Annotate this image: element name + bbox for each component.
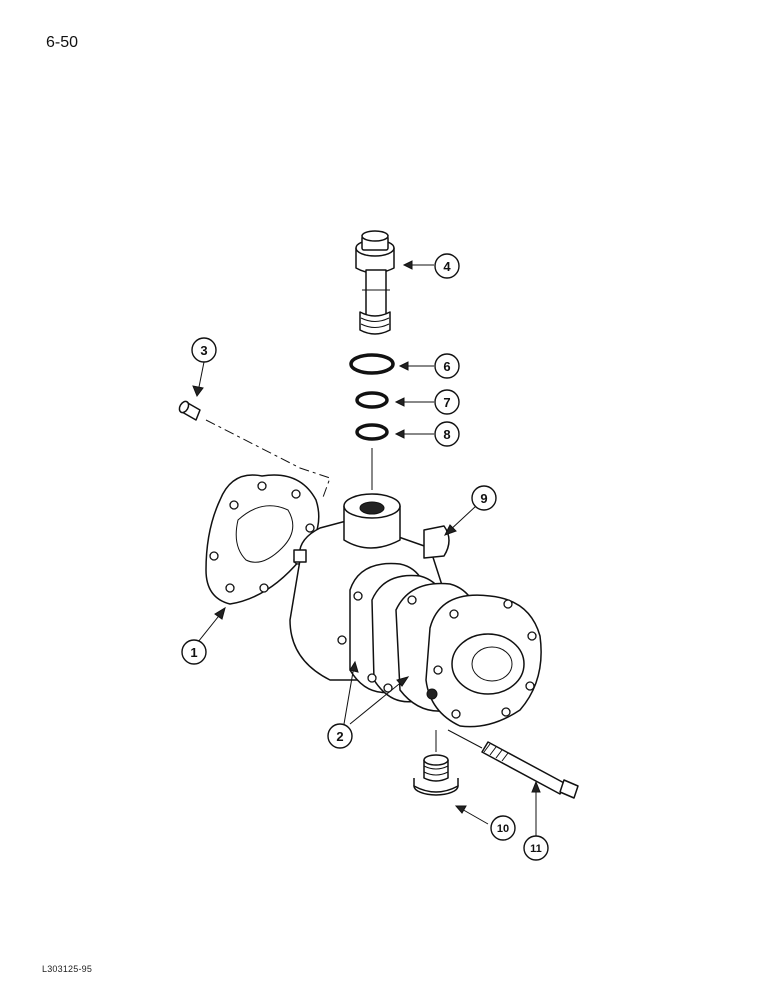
callout-1: 1 — [181, 639, 207, 665]
callout-2: 2 — [327, 723, 353, 749]
page-number: 6-50 — [46, 34, 79, 51]
callout-4-label: 4 — [443, 259, 451, 274]
o-ring-6 — [349, 353, 395, 375]
callout-7-label: 7 — [443, 395, 450, 410]
pump-housing — [289, 493, 542, 728]
callout-3-label: 3 — [200, 343, 207, 358]
dowel-pin — [178, 400, 201, 421]
callout-11-label: 11 — [530, 843, 542, 855]
callout-2-label: 2 — [336, 729, 343, 744]
o-ring-7 — [355, 391, 389, 409]
callout-8: 8 — [434, 421, 460, 447]
dowel-leader-line — [205, 419, 331, 501]
leader-lines — [192, 260, 541, 836]
through-bolt — [447, 729, 579, 799]
callout-6: 6 — [434, 353, 460, 379]
callout-9-label: 9 — [480, 491, 487, 506]
callout-6-label: 6 — [443, 359, 450, 374]
callout-4: 4 — [434, 253, 460, 279]
callout-3: 3 — [191, 337, 217, 363]
callout-9: 9 — [471, 485, 497, 511]
figure-code: L303125-95 — [42, 964, 93, 974]
callout-10: 10 — [490, 815, 516, 841]
drain-plug — [413, 754, 459, 796]
callout-11: 11 — [523, 835, 549, 861]
o-ring-8 — [355, 423, 389, 441]
callout-10-label: 10 — [497, 823, 509, 835]
callout-7: 7 — [434, 389, 460, 415]
callout-8-label: 8 — [443, 427, 450, 442]
relief-valve-cartridge — [355, 230, 395, 335]
callout-1-label: 1 — [190, 645, 197, 660]
